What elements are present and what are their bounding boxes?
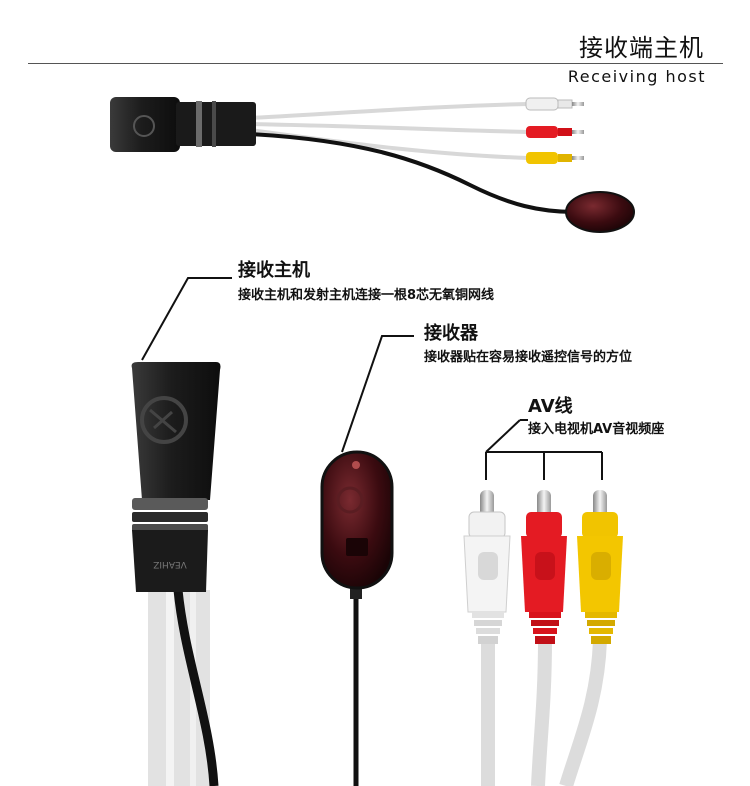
av-callout-label: AV线 bbox=[528, 396, 573, 417]
overview-yellow-plug bbox=[526, 152, 584, 164]
host-callout-label: 接收主机 bbox=[238, 260, 310, 281]
receiver-sensor-icon bbox=[352, 461, 360, 469]
page-title: 接收端主机 bbox=[579, 34, 704, 62]
host-leader-line bbox=[141, 277, 232, 361]
receiver-body bbox=[320, 450, 394, 590]
overview-red-plug bbox=[526, 126, 584, 138]
white-rca-plug bbox=[463, 490, 511, 644]
overview-receiver bbox=[565, 191, 635, 233]
main-host: VEAHIZ bbox=[131, 362, 221, 786]
red-rca-plug bbox=[521, 490, 567, 644]
main-receiver bbox=[320, 450, 394, 786]
av-bracket bbox=[485, 419, 603, 480]
av-plugs bbox=[463, 490, 623, 786]
overview-product bbox=[110, 97, 635, 233]
yellow-rca-plug bbox=[577, 490, 623, 644]
svg-text:VEAHIZ: VEAHIZ bbox=[153, 559, 187, 569]
title-divider bbox=[28, 63, 723, 64]
receiver-logo-icon bbox=[336, 486, 364, 514]
host-callout-desc: 接收主机和发射主机连接一根8芯无氧铜网线 bbox=[238, 288, 495, 303]
host-logo-icon bbox=[140, 396, 188, 444]
receiver-leader-line bbox=[341, 335, 414, 453]
overview-host-body bbox=[110, 97, 180, 152]
receiver-callout-label: 接收器 bbox=[424, 323, 478, 344]
page-subtitle: Receiving host bbox=[567, 67, 706, 86]
overview-logo-icon bbox=[133, 115, 155, 137]
av-callout-desc: 接入电视机AV音视频座 bbox=[528, 422, 665, 437]
overview-white-plug bbox=[525, 97, 584, 111]
receiver-callout-desc: 接收器贴在容易接收遥控信号的方位 bbox=[424, 350, 633, 365]
